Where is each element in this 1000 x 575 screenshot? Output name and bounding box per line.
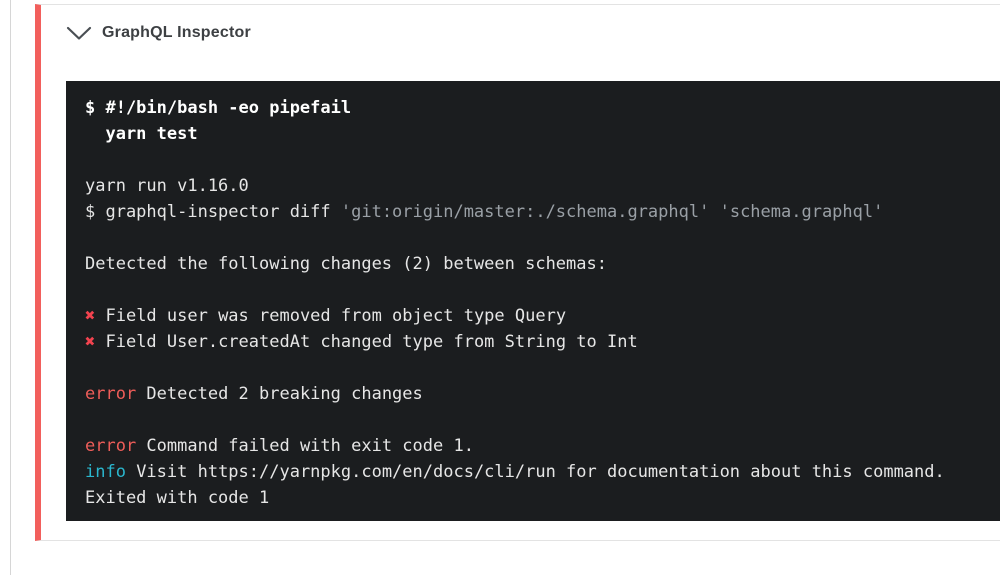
terminal-segment: error [85,436,137,456]
terminal-line: Detected the following changes (2) betwe… [85,251,984,277]
terminal-line: yarn test [85,121,984,147]
terminal-line: $ graphql-inspector diff 'git:origin/mas… [85,199,984,225]
terminal-line: ✖ Field user was removed from object typ… [85,303,984,329]
terminal-segment: Command failed with exit code 1. [136,436,474,456]
terminal-line [85,225,984,251]
build-step-card: GraphQL Inspector $ #!/bin/bash -eo pipe… [35,4,1000,541]
terminal-output: $ #!/bin/bash -eo pipefail yarn test yar… [66,81,1000,521]
terminal-segment: Visit https://yarnpkg.com/en/docs/cli/ru… [125,462,945,482]
terminal-segment: Exited with code 1 [85,488,270,508]
terminal-line: info Visit https://yarnpkg.com/en/docs/c… [85,459,984,485]
terminal-segment: Field User.createdAt changed type from S… [95,332,638,352]
terminal-segment [709,202,719,222]
terminal-line: yarn run v1.16.0 [85,173,984,199]
terminal-line [85,147,984,173]
step-title: GraphQL Inspector [102,24,251,41]
terminal-segment: 'git:origin/master:./schema.graphql' [340,202,710,222]
terminal-segment: yarn test [85,124,198,144]
terminal-line: error Command failed with exit code 1. [85,433,984,459]
terminal-segment: error [85,384,137,404]
chevron-down-icon[interactable] [66,26,92,41]
page-left-divider [10,0,11,575]
terminal-segment: Detected 2 breaking changes [136,384,423,404]
terminal-line [85,355,984,381]
terminal-line: ✖ Field User.createdAt changed type from… [85,329,984,355]
terminal-segment: yarn run v1.16.0 [85,176,249,196]
terminal-segment: $ #!/bin/bash -eo pipefail [85,98,352,118]
terminal-line [85,407,984,433]
terminal-line: $ #!/bin/bash -eo pipefail [85,95,984,121]
terminal-segment: Detected the following changes (2) betwe… [85,254,607,274]
terminal-line: Exited with code 1 [85,485,984,511]
step-header[interactable]: GraphQL Inspector [66,24,251,42]
terminal-segment: ✖ [85,306,96,326]
terminal-segment: Field user was removed from object type … [95,306,567,326]
terminal-line [85,277,984,303]
terminal-line: error Detected 2 breaking changes [85,381,984,407]
terminal-segment: 'schema.graphql' [719,202,884,222]
terminal-segment: info [85,462,126,482]
terminal-segment: ✖ [85,332,96,352]
terminal-segment: $ graphql-inspector diff [85,202,341,222]
